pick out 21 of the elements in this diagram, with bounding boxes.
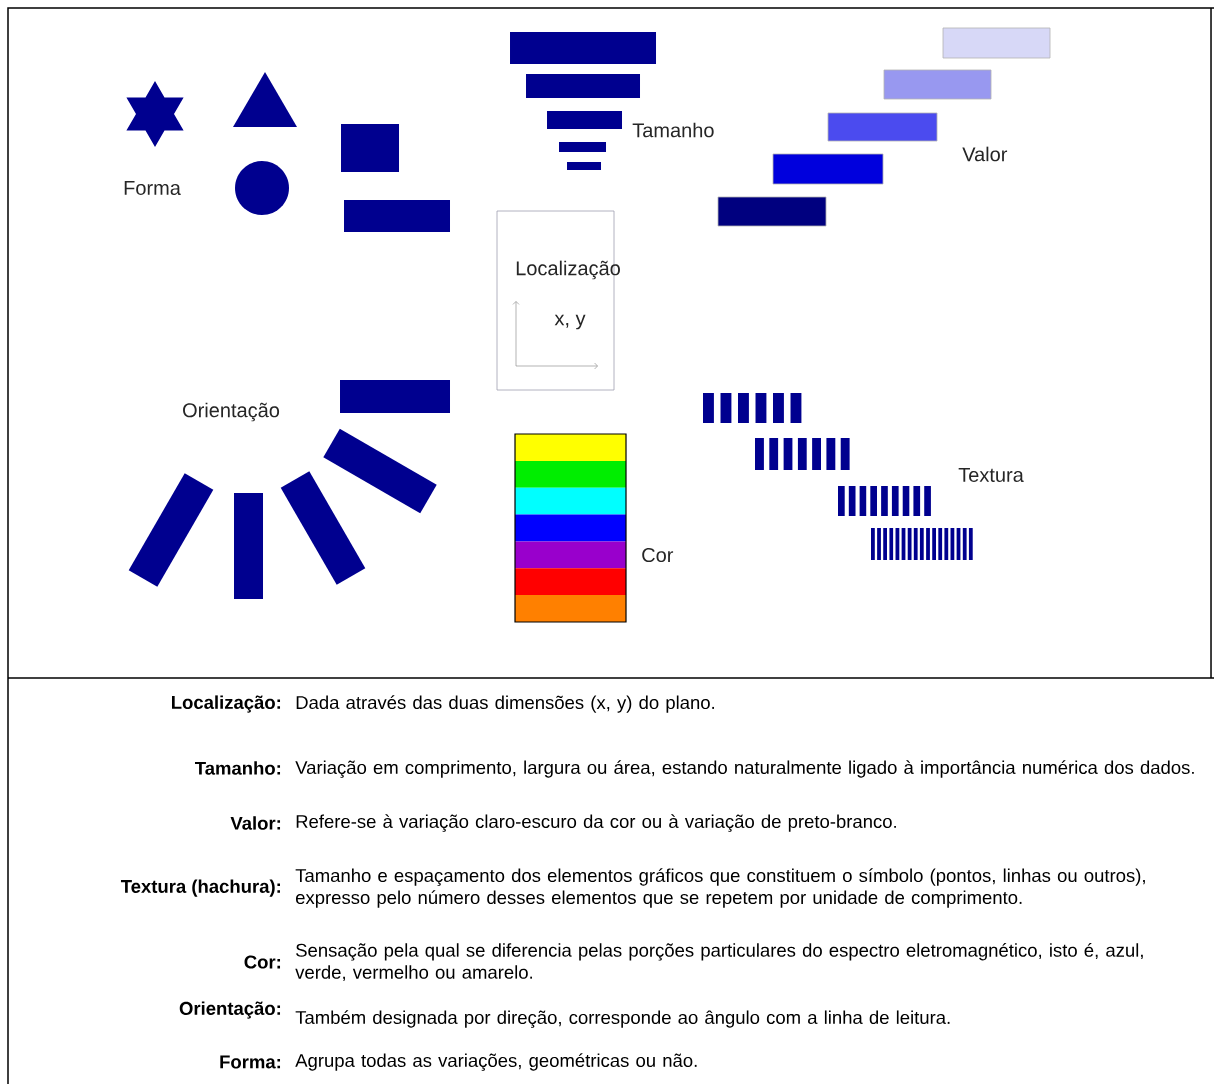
- term-label: Tamanho:: [195, 761, 281, 775]
- definition-text: Agrupa todas as variações, geométricas ou não.: [295, 1053, 697, 1071]
- term-label: Valor:: [230, 816, 280, 830]
- term-label: Orientação:: [179, 1001, 280, 1019]
- term-label: Forma:: [220, 1055, 280, 1069]
- variable-label: Textura: [958, 468, 1024, 482]
- term-label: Textura (hachura):: [120, 879, 280, 897]
- variable-label: Cor: [642, 547, 674, 563]
- location-box: Localização x, y: [496, 210, 620, 391]
- definition-text: Variação em comprimento, largura ou área, estando naturalmente ligado à importância numérica dos dados.: [295, 760, 1194, 778]
- term-label: Localização:: [172, 695, 280, 713]
- variable-label: Valor: [962, 146, 1008, 162]
- definition-text: Dada através das duas dimensões (x, y) do plano.: [296, 695, 714, 713]
- term-label: Cor:: [244, 955, 280, 969]
- definition-text: Refere-se à variação claro-escuro da cor ou à variação de preto-branco.: [296, 814, 896, 832]
- variable-label: Forma: [124, 181, 181, 195]
- definition-text: Tamanho e espaçamento dos elementos gráficos que constituem o símbolo (pontos, linhas ou outros), expresso pelo número desses elementos que se repetem por unidade de comprimento.: [295, 868, 1145, 908]
- variable-label: Tamanho: [632, 122, 714, 138]
- variable-label: Orientação: [183, 402, 280, 422]
- definition-text: Também designada por direção, corresponde ao ângulo com a linha de leitura.: [295, 1010, 950, 1028]
- definition-text: Sensação pela qual se diferencia pelas porções particulares do espectro eletromagnético, isto é, azul, verde, vermelho ou amarelo.: [295, 943, 1143, 981]
